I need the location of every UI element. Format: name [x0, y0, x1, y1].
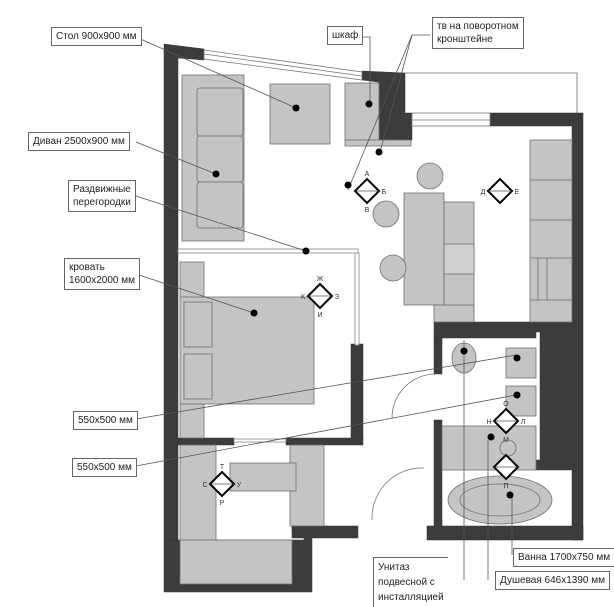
marker-bedroom: Ж З И К	[301, 276, 339, 319]
marker-hall: Т У Р С	[202, 464, 241, 507]
wardrobe	[344, 82, 380, 141]
view-marker-letter: М	[503, 437, 509, 444]
kitchen-counter	[529, 139, 573, 323]
view-marker-letter: А	[365, 171, 370, 178]
balcony-outline	[405, 72, 578, 113]
label-table: Стол 900х900 мм	[51, 27, 142, 46]
view-marker-letter: Е	[515, 189, 520, 196]
wall-corridor-left	[177, 437, 235, 446]
label-partitions: Раздвижные перегородки	[68, 180, 136, 212]
storage-shelf	[179, 539, 293, 585]
label-bed: кровать 1600х2000 мм	[64, 258, 141, 290]
view-marker-letter: Т	[220, 464, 225, 471]
stool	[379, 254, 407, 282]
wall-bath-niche	[535, 321, 575, 471]
shower	[441, 425, 537, 471]
door-wc	[391, 373, 435, 419]
sink-2	[505, 385, 537, 417]
marker-living: А Б В	[353, 171, 387, 214]
label-toilet: Унитаз подвесной с инсталляцией	[373, 557, 448, 607]
view-marker-letter: В	[365, 207, 370, 214]
view-marker-letter: П	[503, 483, 508, 490]
wall-bath-bottom	[426, 525, 584, 541]
view-marker-letter: Ж	[317, 276, 324, 283]
label-sink-1: 550х500 мм	[73, 411, 138, 430]
table	[269, 83, 331, 145]
wall-wc-top	[433, 321, 537, 339]
marker-kitchen: ЕД	[481, 177, 520, 205]
view-marker-letter: Р	[220, 500, 225, 507]
leader-dots	[212, 100, 521, 499]
wall-top-wardrobe	[361, 70, 413, 141]
window-kitchen	[411, 112, 491, 127]
view-marker-letter: С	[202, 482, 207, 489]
view-marker-letter: Л	[521, 419, 526, 426]
marker-bath-tub: П	[492, 453, 520, 490]
stool	[372, 200, 400, 228]
label-sink-2: 550х500 мм	[72, 458, 137, 477]
label-shower: Душевая 646х1390 мм	[495, 571, 610, 590]
label-bath: Ванна 1700х750 мм	[513, 548, 614, 567]
view-marker-letter: Н	[486, 419, 491, 426]
wall-corridor-right	[285, 437, 364, 446]
wall-wc-left	[433, 337, 443, 375]
leader-lines	[135, 34, 517, 580]
doors	[371, 373, 435, 521]
view-marker-letter: Б	[382, 189, 387, 196]
label-sofa: Диван 2500х900 мм	[28, 132, 130, 151]
label-tv: тв на поворотном кронштейне	[432, 17, 524, 49]
view-marker-letter: У	[237, 482, 242, 489]
wall-storage-side	[291, 525, 359, 539]
door-entry	[371, 467, 425, 521]
view-marker-letter: И	[317, 312, 322, 319]
view-marker-letter: З	[335, 294, 339, 301]
wall-bath-left	[433, 419, 443, 527]
view-marker-letter: Д	[481, 189, 486, 196]
stool	[416, 162, 444, 190]
sink-1	[505, 347, 537, 379]
view-marker-letter: О	[503, 401, 509, 408]
kitchen-island	[403, 192, 445, 306]
windows	[203, 49, 491, 127]
sliding-partitions	[177, 248, 360, 443]
marker-bath-sink: О Л М Н	[486, 401, 525, 444]
label-wardrobe: шкаф	[327, 26, 364, 45]
view-marker-letter: К	[301, 294, 306, 301]
furniture	[179, 74, 573, 585]
